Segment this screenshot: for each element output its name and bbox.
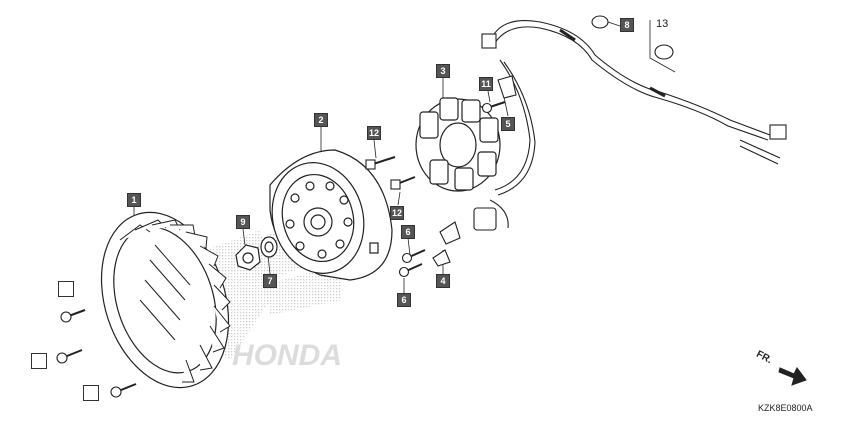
callout-3: 3 xyxy=(436,64,450,78)
callout-blank-upper xyxy=(58,281,74,297)
callout-blank-lower xyxy=(83,385,99,401)
pulser-plate-drawing xyxy=(432,75,517,267)
clamp-drawing xyxy=(591,15,674,60)
honda-watermark-text: HONDA xyxy=(232,339,342,372)
diagram-code: KZK8E0800A xyxy=(758,403,813,413)
fr-direction-arrow xyxy=(778,367,807,386)
callout-7: 7 xyxy=(263,274,277,288)
flywheel-drawing xyxy=(269,149,393,281)
callout-5: 5 xyxy=(501,117,515,131)
callout-4: 4 xyxy=(436,274,450,288)
callout-8: 8 xyxy=(620,18,634,32)
callout-6-lower: 6 xyxy=(397,293,411,307)
label-13: 13 xyxy=(656,18,669,30)
leader-lines xyxy=(133,20,676,293)
washer-drawing xyxy=(260,236,278,258)
callout-blank-middle xyxy=(31,353,47,369)
callout-12-upper: 12 xyxy=(367,126,381,140)
stator-drawing xyxy=(415,97,501,192)
callout-6-upper: 6 xyxy=(401,225,415,239)
wire-harness-drawing xyxy=(473,20,787,231)
callout-2: 2 xyxy=(314,113,328,127)
callout-11: 11 xyxy=(479,77,493,91)
callout-1: 1 xyxy=(127,193,141,207)
callout-9: 9 xyxy=(236,215,250,229)
bolt-drawing xyxy=(56,101,506,398)
callout-12-lower: 12 xyxy=(390,206,404,220)
cooling-fan-drawing xyxy=(100,211,231,389)
flywheel-nut-drawing xyxy=(235,244,261,271)
